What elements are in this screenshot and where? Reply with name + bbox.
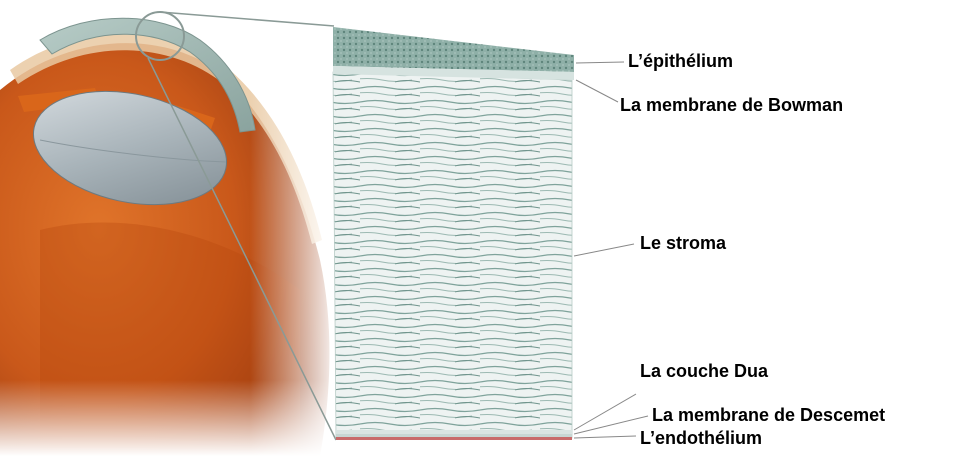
leader-bowman xyxy=(576,80,618,102)
descemet-layer xyxy=(336,434,572,437)
epithelium-layer xyxy=(333,27,574,72)
stroma-layer xyxy=(333,72,572,438)
label-epithelium: L’épithélium xyxy=(628,50,733,72)
fade-bottom xyxy=(0,380,340,456)
cornea-tissue-block xyxy=(333,27,574,440)
label-descemet-membrane: La membrane de Descemet xyxy=(652,404,885,426)
dua-layer xyxy=(336,430,572,434)
label-dua-layer: La couche Dua xyxy=(640,360,768,382)
label-stroma: Le stroma xyxy=(640,232,726,254)
leader-epithelium xyxy=(576,62,624,63)
leader-dua xyxy=(574,394,636,430)
label-bowman-membrane: La membrane de Bowman xyxy=(620,94,843,116)
leader-endothelium xyxy=(574,436,636,438)
leader-stroma xyxy=(574,244,634,256)
label-endothelium: L’endothélium xyxy=(640,427,762,449)
leader-lines xyxy=(574,62,648,438)
endothelium-layer xyxy=(336,437,572,440)
eye-cross-section xyxy=(0,0,340,456)
leader-descemet xyxy=(574,416,648,434)
